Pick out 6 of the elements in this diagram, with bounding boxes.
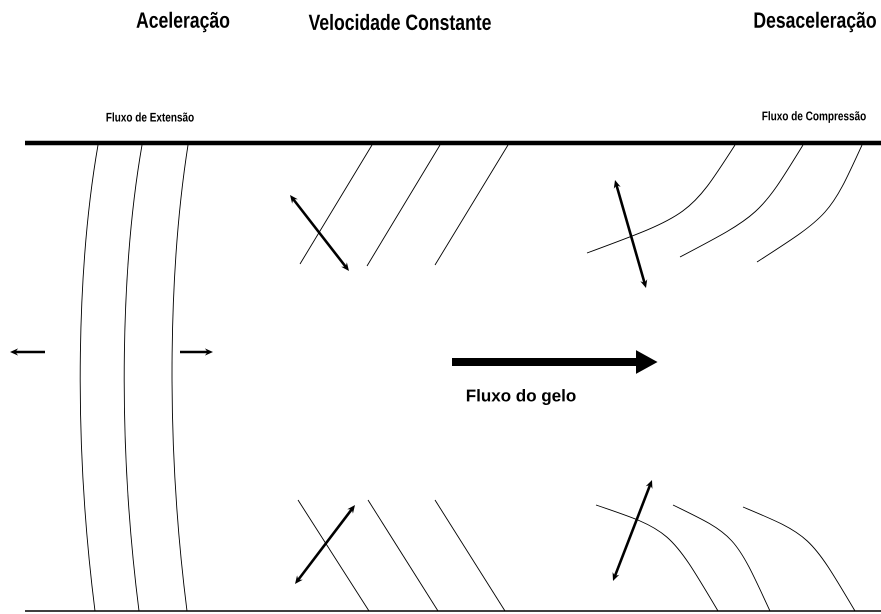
flow-label: Fluxo do gelo: [466, 389, 576, 405]
heading: Desaceleração: [754, 12, 876, 32]
flow-label: Fluxo de Extensão: [106, 112, 194, 122]
heading: Aceleração: [136, 12, 230, 32]
flow-label: Fluxo de Compressão: [762, 111, 866, 123]
heading: Velocidade Constante: [308, 14, 491, 30]
